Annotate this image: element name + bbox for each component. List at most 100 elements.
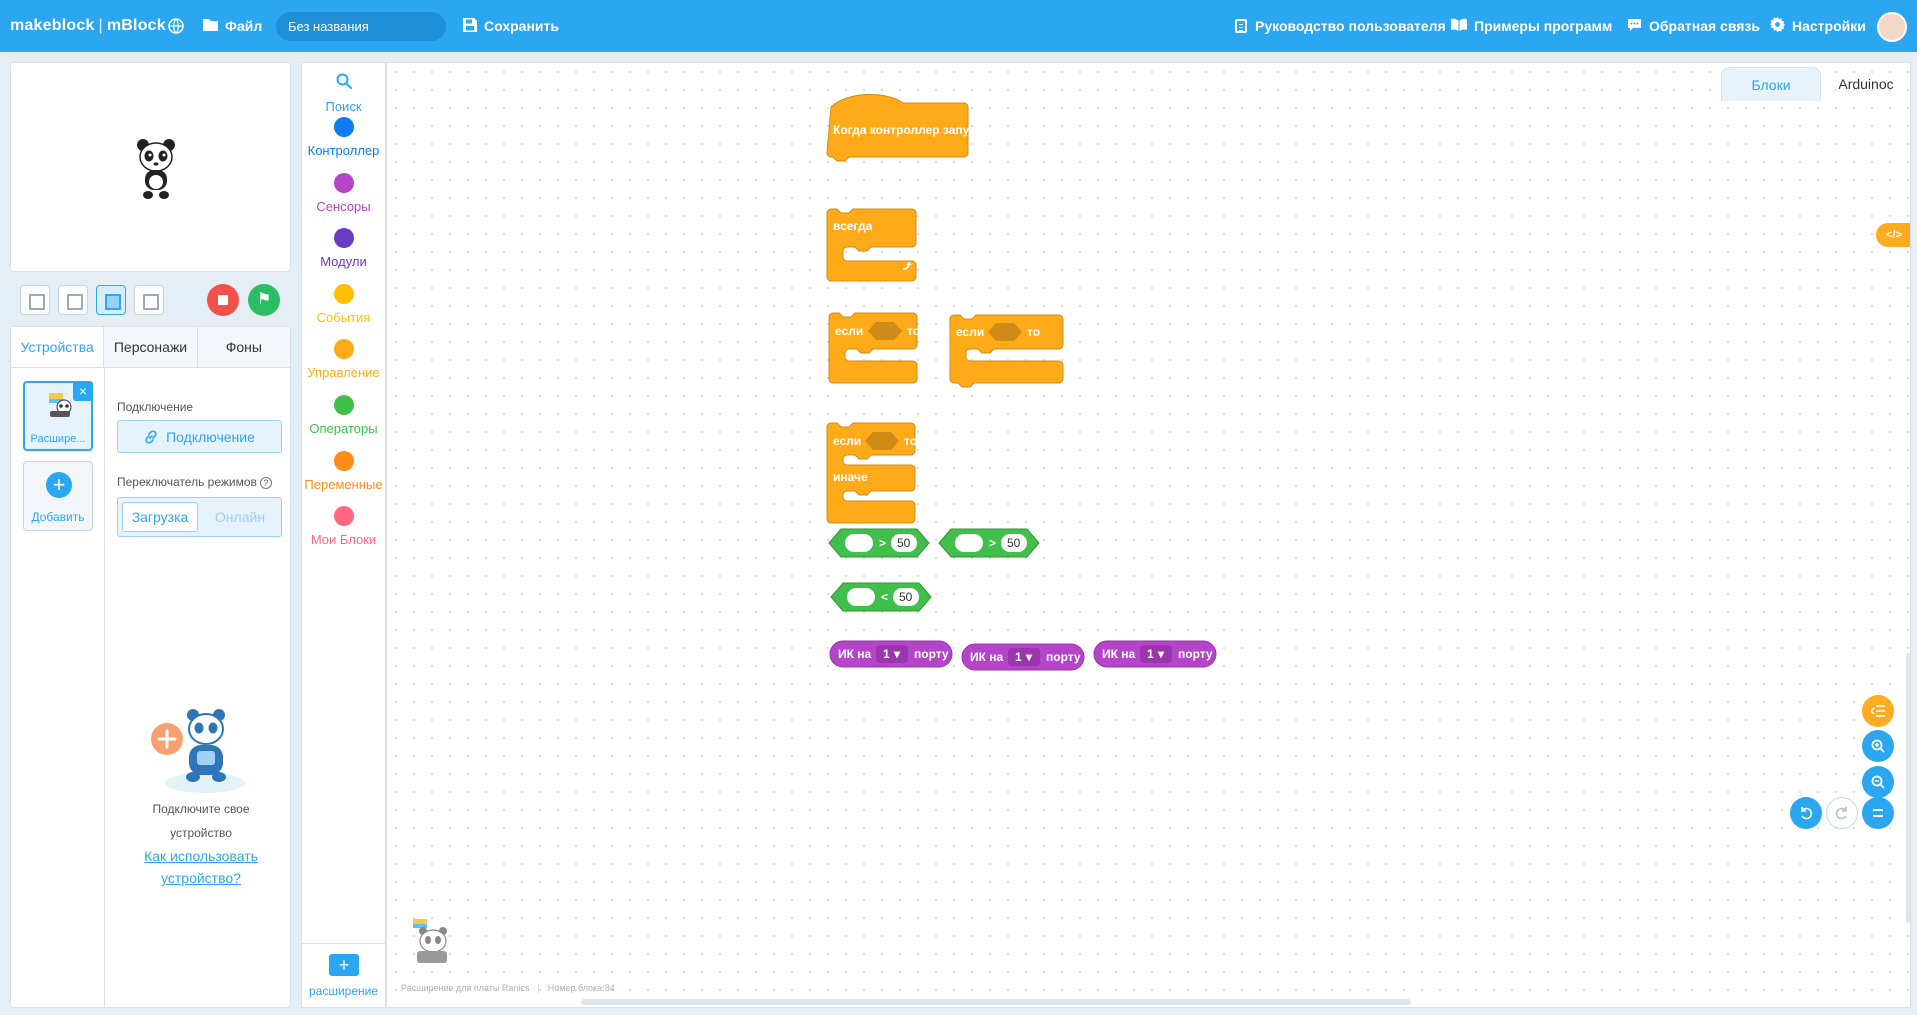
if-then-block[interactable]: если то (828, 312, 920, 384)
ir-prefix-label: ИК на (838, 647, 872, 661)
port-dropdown-value: 1 (883, 647, 890, 661)
category-modules[interactable]: Модули (302, 228, 385, 269)
help-icon[interactable]: ? (259, 477, 272, 489)
green-flag-button[interactable] (248, 284, 280, 316)
user-avatar[interactable] (1877, 12, 1907, 42)
less-than-block[interactable]: < 50 (830, 582, 932, 612)
examples-link[interactable]: Примеры программ (1451, 0, 1612, 52)
operator-symbol: < (881, 590, 888, 604)
category-label: Операторы (309, 421, 378, 436)
condition-slot[interactable] (865, 432, 899, 450)
tab-arduino-code[interactable]: Arduinoc (1838, 76, 1894, 92)
file-menu-label: Файл (225, 18, 263, 34)
add-device-button[interactable]: + Добавить (23, 461, 93, 531)
stop-button[interactable] (207, 284, 239, 316)
small-stage-icon[interactable] (58, 285, 88, 315)
mode-upload-button[interactable]: Загрузка (122, 502, 198, 532)
how-to-use-link[interactable]: Как использовать устройство? (144, 848, 258, 886)
block-count: Номер блока:84 (547, 983, 615, 993)
code-toggle-icon[interactable]: </> (1876, 223, 1910, 247)
ir-sensor-block[interactable]: ИК на 1 ▾ порту (829, 640, 953, 668)
tab-blocks[interactable]: Блоки (1721, 67, 1821, 101)
undo-icon[interactable] (1790, 797, 1822, 829)
port-dropdown-value: 1 (1015, 650, 1022, 664)
folder-icon (203, 18, 218, 34)
category-search[interactable]: Поиск (302, 63, 385, 114)
if-label: если (833, 434, 861, 448)
mode-live-button[interactable]: Онлайн (214, 509, 266, 525)
operator-symbol: > (879, 536, 886, 550)
port-dropdown[interactable] (876, 645, 908, 663)
if-label: если (956, 325, 984, 339)
horizontal-scrollbar[interactable] (581, 999, 1411, 1005)
connect-button[interactable]: Подключение (117, 420, 282, 453)
stage-panel[interactable] (10, 62, 291, 272)
device-card[interactable]: × Расшире... (23, 381, 93, 451)
settings-menu[interactable]: Настройки (1770, 0, 1866, 52)
tab-backgrounds[interactable]: Фоны (197, 327, 290, 367)
remove-device-close-icon[interactable]: × (73, 381, 93, 401)
collapse-palette-icon[interactable] (1862, 695, 1894, 727)
app-logo[interactable]: makeblock | mBlock (10, 0, 166, 52)
reset-zoom-icon[interactable] (1862, 797, 1894, 829)
category-control[interactable]: Управление (302, 339, 385, 380)
left-input[interactable] (845, 534, 873, 552)
zoom-out-icon[interactable] (1862, 766, 1894, 798)
feedback-link[interactable]: Обратная связь (1627, 0, 1760, 52)
chevron-down-icon: ▾ (893, 647, 901, 661)
zoom-in-icon[interactable] (1862, 730, 1894, 762)
forever-label: всегда (833, 219, 873, 233)
canvas-tabs: Блоки Arduinoc (1721, 63, 1910, 103)
if-label: если (835, 324, 863, 338)
redo-icon[interactable] (1826, 797, 1858, 829)
category-controller[interactable]: Контроллер (302, 117, 385, 158)
left-input[interactable] (847, 588, 875, 606)
left-tabs: Устройства Персонажи Фоны (11, 327, 290, 368)
project-title-input[interactable] (276, 12, 446, 41)
hat-block-when-controller-starts[interactable]: Когда контроллер запущен (826, 94, 993, 162)
ir-sensor-block[interactable]: ИК на 1 ▾ порту (961, 643, 1085, 671)
grid-layout-icon[interactable] (134, 285, 164, 315)
right-input[interactable] (893, 588, 919, 606)
greater-than-block[interactable]: > 50 (828, 528, 930, 558)
right-input[interactable] (891, 534, 917, 552)
category-dot (333, 506, 354, 526)
condition-slot[interactable] (868, 322, 902, 340)
device-thumbnail (49, 393, 72, 417)
ir-suffix-label: порту (1046, 650, 1081, 664)
port-dropdown[interactable] (1008, 648, 1040, 666)
normal-stage-icon[interactable] (96, 285, 126, 315)
ir-sensor-block[interactable]: ИК на 1 ▾ порту (1093, 640, 1217, 668)
add-extension-icon[interactable]: + (329, 954, 359, 976)
language-globe-icon[interactable] (168, 0, 184, 52)
category-sensors[interactable]: Сенсоры (302, 173, 385, 214)
port-dropdown[interactable] (1140, 645, 1172, 663)
user-guide-link[interactable]: Руководство пользователя (1235, 0, 1446, 52)
if-then-block[interactable]: если то (949, 314, 1064, 388)
right-input[interactable] (1001, 534, 1027, 552)
tab-sprites[interactable]: Персонажи (104, 327, 198, 367)
fullscreen-icon[interactable] (20, 285, 50, 315)
category-operators[interactable]: Операторы (302, 395, 385, 436)
open-book-icon (1451, 18, 1467, 34)
category-my-blocks[interactable]: Мои Блоки (302, 506, 385, 547)
vertical-scrollbar[interactable] (1906, 653, 1910, 923)
connection-label: Подключение (117, 400, 194, 414)
script-canvas[interactable]: Блоки Arduinoc </> Когда контроллер запу… (386, 62, 1911, 1008)
category-dot (333, 228, 354, 248)
save-button[interactable]: Сохранить (463, 0, 559, 52)
category-events[interactable]: События (302, 284, 385, 325)
tab-devices[interactable]: Устройства (11, 327, 105, 367)
panda-sprite[interactable] (135, 137, 177, 201)
forever-block[interactable]: всегда (826, 208, 917, 282)
extension-label[interactable]: расширение (308, 984, 379, 998)
left-input[interactable] (955, 534, 983, 552)
condition-slot[interactable] (988, 323, 1022, 341)
chat-bubble-icon (1627, 18, 1642, 35)
chevron-down-icon: ▾ (1025, 650, 1033, 664)
connect-hint-line1: Подключите свое (152, 802, 250, 816)
file-menu[interactable]: Файл (203, 0, 262, 52)
greater-than-block[interactable]: > 50 (938, 528, 1040, 558)
if-else-block[interactable]: если то иначе (826, 422, 917, 524)
category-variables[interactable]: Переменные (302, 451, 385, 492)
